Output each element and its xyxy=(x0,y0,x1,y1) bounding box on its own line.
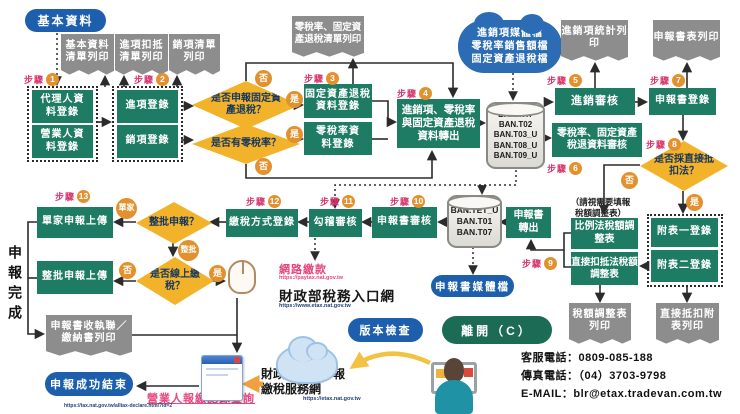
registration-group-2 xyxy=(112,86,183,162)
print-basic-list: 基本資料清單列印 xyxy=(61,34,114,75)
no-badge: 否 xyxy=(255,70,272,87)
efile-site-url[interactable]: https://etax.nat.gov.tw xyxy=(303,396,361,402)
box-input-reg: 進項登錄 xyxy=(117,90,178,123)
single-badge: 單家 xyxy=(116,198,137,219)
mouse-hand-icon xyxy=(228,260,256,294)
print-direct-deduct: 直接抵扣附表列印 xyxy=(656,303,719,344)
exit-button[interactable]: 離開（C） xyxy=(442,316,552,344)
registration-group-1 xyxy=(27,86,98,162)
filing-complete-label: 申報完成 xyxy=(7,245,23,325)
print-receipt: 申報書收執聯／繳納書列印 xyxy=(46,315,132,356)
diamond-batch: 整批申報？ xyxy=(136,202,212,244)
yes-badge: 是 xyxy=(286,91,303,108)
schedule-group xyxy=(647,214,723,287)
online-pay-url[interactable]: https://paytax.nat.gov.tw xyxy=(279,275,344,281)
box-data-export: 進銷項、零稅率與固定資產退稅資料轉出 xyxy=(397,99,480,148)
media-files-cloud: 進銷項媒體檔零稅率銷售額檔固定資產退稅檔 xyxy=(458,12,562,73)
success-end-pill: 申報成功結束 xyxy=(45,372,133,396)
print-input-deduct-list: 進項扣抵清單列印 xyxy=(115,34,168,75)
box-report-reg: 申報書登錄 xyxy=(649,88,716,115)
contact-email: E-MAIL：blr@etax.tradevan.com.tw xyxy=(521,388,723,400)
print-io-stats: 進銷項統計列印 xyxy=(561,20,628,61)
cloud-icon xyxy=(276,336,338,384)
box-business-reg: 營業人資料登錄 xyxy=(32,125,93,158)
box-pay-method: 繳稅方式登錄 xyxy=(226,209,298,237)
adjust-note: （請視需要填報稅額調整表） xyxy=(570,197,631,219)
yes-badge: 是 xyxy=(209,265,226,282)
service-phone: 客服電話：0809-085-188 xyxy=(521,352,654,364)
diamond-fixed-asset-refund: 是否申報固定資產退稅？ xyxy=(192,81,300,129)
box-schedule2: 附表二登錄 xyxy=(651,250,718,282)
print-report-forms: 申報書表列印 xyxy=(653,20,720,61)
user-at-computer-icon xyxy=(431,358,483,414)
record-query-url[interactable]: https://tax.nat.gov.tw/alltax-declare.ht… xyxy=(64,403,173,409)
diamond-online-pay: 是否線上繳稅？ xyxy=(136,257,214,305)
box-zero-rate-reg: 零稅率資料登錄 xyxy=(304,122,372,155)
yes-badge: 是 xyxy=(686,194,703,211)
box-direct-adjust: 直接扣抵法稅額調整表 xyxy=(571,252,638,285)
basic-info-pill: 基本資料 xyxy=(25,9,106,32)
no-badge: 否 xyxy=(621,172,638,189)
box-fixed-asset-reg: 固定資產退稅資料登錄 xyxy=(304,84,372,118)
box-ratio-adjust: 比例法稅額調整表 xyxy=(571,218,638,249)
yes-badge: 是 xyxy=(286,126,303,143)
box-batch-upload: 整批申報上傳 xyxy=(37,261,113,294)
box-agent-reg: 代理人資料登錄 xyxy=(32,90,93,123)
box-sales-reg: 銷項登錄 xyxy=(117,125,178,158)
no-badge: 否 xyxy=(119,262,136,279)
tax-portal-link[interactable]: 財政部稅務入口網 xyxy=(279,289,395,304)
browser-window-icon xyxy=(201,355,243,401)
box-report-export: 申報書轉出 xyxy=(506,207,551,238)
print-sales-list: 銷項清單列印 xyxy=(169,34,220,75)
box-schedule1: 附表一登錄 xyxy=(651,218,718,247)
batch-badge: 整批 xyxy=(178,240,199,261)
tax-portal-url[interactable]: https://www.etax.nat.gov.tw xyxy=(279,303,351,309)
online-pay-link[interactable]: 網路繳款 xyxy=(279,264,327,276)
print-tax-adjust: 稅額調整表列印 xyxy=(569,303,631,344)
box-io-audit: 進銷審核 xyxy=(555,88,635,115)
print-zero-fixed-list: 零稅率、固定資產退稅清單列印 xyxy=(292,16,364,57)
box-report-audit: 申報書審核 xyxy=(372,207,437,238)
diamond-zero-rate: 是否有零稅率？ xyxy=(192,124,300,164)
version-check-button[interactable]: 版本檢查 xyxy=(348,318,423,342)
report-media-pill: 申報書媒體檔 xyxy=(431,275,514,297)
box-zero-fixed-audit: 零稅率、固定資產稅退資料審核 xyxy=(552,123,642,157)
box-single-upload: 單家申報上傳 xyxy=(37,207,113,238)
box-crosscheck-audit: 勾稽審核 xyxy=(309,209,362,237)
fax-phone: 傳真電話：（04）3703-9798 xyxy=(521,370,667,382)
no-badge: 否 xyxy=(255,158,272,175)
